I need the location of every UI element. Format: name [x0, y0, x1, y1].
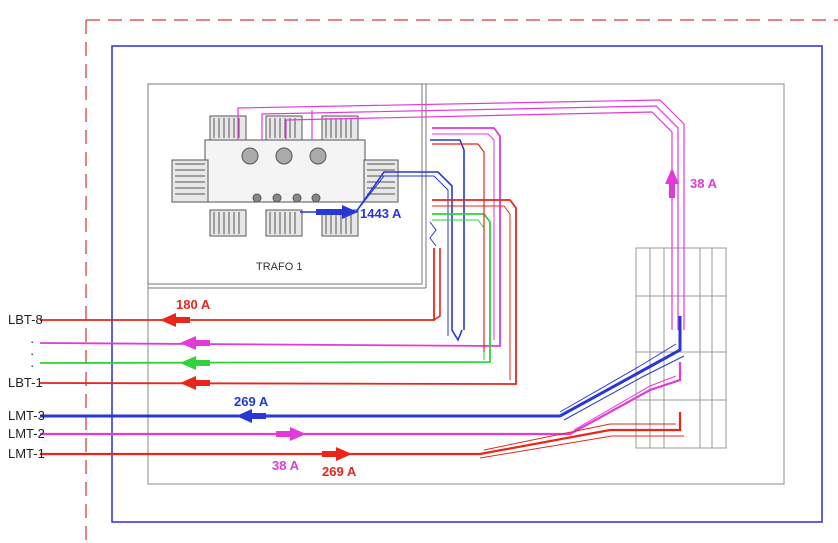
transformer-cell	[147, 83, 427, 289]
current-arrows	[160, 168, 679, 461]
current-lbt8: 180 A	[176, 297, 211, 312]
arrow-lmt2	[290, 427, 306, 441]
feeder-label-lbt8: LBT-8	[8, 312, 43, 327]
arrow-cabinet-up	[665, 168, 679, 184]
current-lmt3: 269 A	[234, 394, 269, 409]
current-lmt2: 38 A	[272, 458, 300, 473]
arrow-lmt1	[336, 447, 352, 461]
top-radiators	[209, 115, 359, 141]
lv-routing	[39, 127, 517, 385]
enclosure-frame	[111, 45, 823, 523]
arrow-lbt-magenta	[180, 336, 196, 350]
arrow-lmt3	[236, 409, 252, 423]
property-boundary	[85, 19, 838, 543]
arrow-lbt1	[180, 376, 196, 390]
mv-switchgear	[635, 247, 727, 449]
feeder-label-lmt2: LMT-2	[8, 426, 45, 441]
feeder-ellipsis: ·	[30, 334, 34, 349]
feeder-label-lmt3: LMT-3	[8, 408, 45, 423]
current-cabinet-up: 38 A	[690, 176, 718, 191]
feeder-ellipsis-2: ·	[30, 346, 34, 361]
transformer-label: TRAFO 1	[256, 261, 302, 273]
arrow-lbt-green	[180, 356, 196, 370]
current-transformer-out: 1443 A	[360, 206, 402, 221]
arrow-lbt8	[160, 313, 176, 327]
current-lmt1: 269 A	[322, 464, 357, 479]
mv-lines	[40, 316, 685, 459]
arrow-transformer-out	[342, 205, 358, 219]
feeder-ellipsis-3: ·	[30, 358, 34, 373]
feeder-label-lbt1: LBT-1	[8, 375, 43, 390]
feeder-label-lmt1: LMT-1	[8, 446, 45, 461]
